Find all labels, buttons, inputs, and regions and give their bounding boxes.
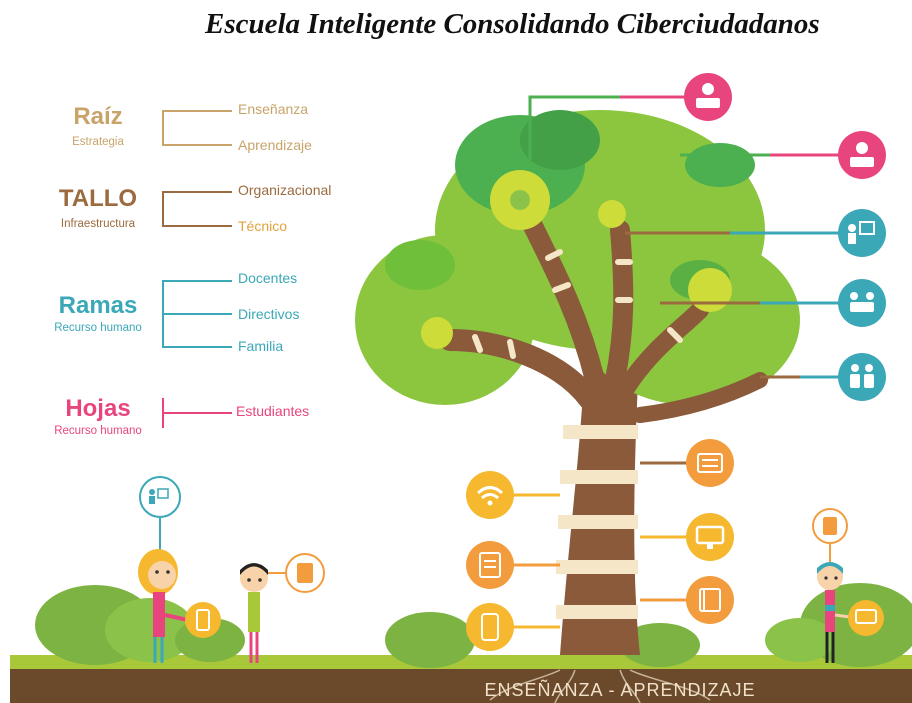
legend-ramas-title: Ramas	[58, 292, 138, 319]
legend-hojas-item-estudiantes: Estudiantes	[236, 403, 310, 419]
presentation-icon	[838, 209, 886, 257]
student-girl	[138, 476, 221, 663]
person-mobile-icon	[185, 602, 221, 638]
canopy-flowers	[421, 170, 732, 349]
legend-raiz-bracket	[162, 110, 164, 145]
person-monitor-icon	[848, 600, 884, 636]
legend-ramas-item-docentes: Docentes	[238, 270, 298, 286]
bush-center	[385, 612, 700, 668]
tree-trunk	[556, 330, 640, 655]
soil	[10, 669, 912, 703]
bush-right	[765, 583, 912, 667]
newspaper-icon	[686, 439, 734, 487]
legend-raiz-line-1	[162, 110, 232, 112]
student-right	[812, 508, 884, 663]
legend-raiz-subtitle: Estrategia	[72, 136, 124, 148]
legend-ramas-item-familia: Familia	[238, 338, 284, 354]
legend-ramas-line-2	[162, 313, 232, 315]
legend-hojas-line	[162, 412, 232, 414]
legend-ramas-item-directivos: Directivos	[238, 306, 300, 322]
legend-raiz-title: Raíz	[73, 103, 123, 130]
mobile-icon	[466, 603, 514, 651]
legend-ramas-subtitle: Recurso humano	[54, 322, 142, 334]
desk-icon	[838, 131, 886, 179]
connector-lines	[510, 95, 842, 629]
legend-hojas-title: Hojas	[65, 395, 131, 422]
legend-ramas-line-3	[162, 346, 232, 348]
student-boy	[240, 553, 325, 663]
tree-branches	[439, 210, 768, 423]
teacher-icon	[684, 73, 732, 121]
meeting-icon	[838, 279, 886, 327]
person-presentation-icon	[139, 476, 181, 518]
legend-tallo-title: TALLO	[58, 185, 138, 212]
legend-tallo-line-1	[162, 191, 232, 193]
roots	[489, 669, 711, 703]
legend-raiz-line-2	[162, 144, 232, 146]
monitor-icon	[686, 513, 734, 561]
page-title: Escuela Inteligente Consolidando Ciberci…	[205, 8, 820, 40]
legend-tallo-item-tecnico: Técnico	[238, 218, 288, 234]
legend-raiz-item-aprendizaje: Aprendizaje	[238, 137, 312, 153]
legend-raiz-item-ensenanza: Enseñanza	[238, 101, 309, 117]
book-icon	[686, 576, 734, 624]
legend-tallo-bracket	[162, 191, 164, 226]
legend-hojas-subtitle: Recurso humano	[54, 425, 142, 437]
family-icon	[838, 353, 886, 401]
legend-tallo-subtitle: Infraestructura	[60, 218, 136, 230]
legend-ramas-line-1	[162, 280, 232, 282]
document-icon	[466, 541, 514, 589]
legend-tallo-line-2	[162, 225, 232, 227]
ground-label: ENSEÑANZA - APRENDIZAJE	[484, 680, 756, 700]
legend-tallo-item-organizacional: Organizacional	[238, 182, 332, 198]
wifi-icon	[466, 471, 514, 519]
